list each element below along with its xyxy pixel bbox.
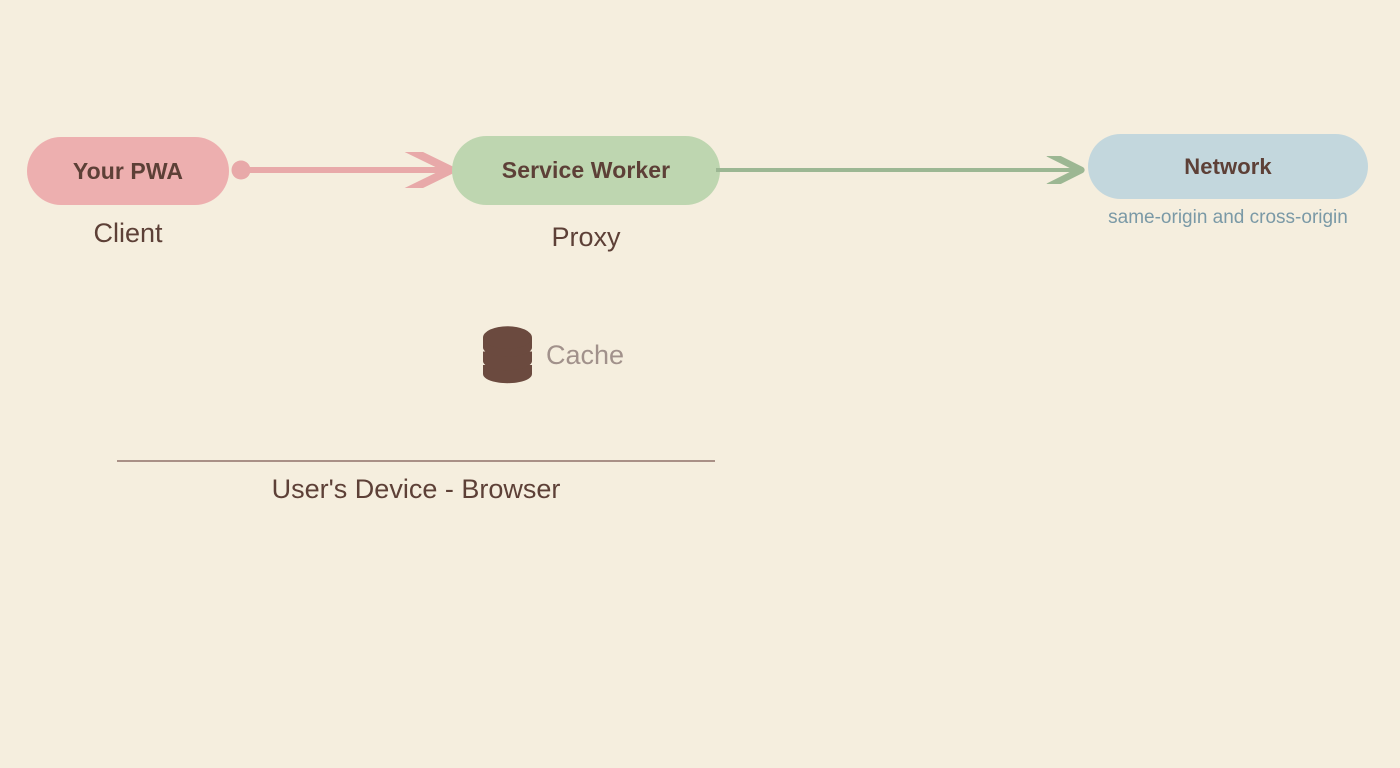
- node-your-pwa[interactable]: Your PWA: [27, 137, 229, 205]
- caption-client: Client: [93, 218, 163, 248]
- cache-label: Cache: [546, 339, 625, 370]
- caption-network-origins: same-origin and cross-origin: [1108, 207, 1348, 228]
- connector-origin-dot: [231, 160, 251, 180]
- database-icon: [483, 326, 532, 384]
- node-network-label: Network: [1184, 153, 1272, 179]
- node-service-worker[interactable]: Service Worker: [452, 136, 720, 205]
- device-boundary-divider: [117, 460, 715, 462]
- connector-service-worker-to-network: [716, 156, 1094, 184]
- caption-proxy: Proxy: [551, 222, 621, 252]
- connector-pwa-to-service-worker: [231, 152, 458, 188]
- node-service-worker-label: Service Worker: [501, 157, 671, 183]
- device-boundary-label: User's Device - Browser: [271, 474, 561, 504]
- node-network[interactable]: Network: [1088, 134, 1368, 199]
- cache-group[interactable]: Cache: [483, 326, 624, 384]
- node-your-pwa-label: Your PWA: [72, 157, 184, 184]
